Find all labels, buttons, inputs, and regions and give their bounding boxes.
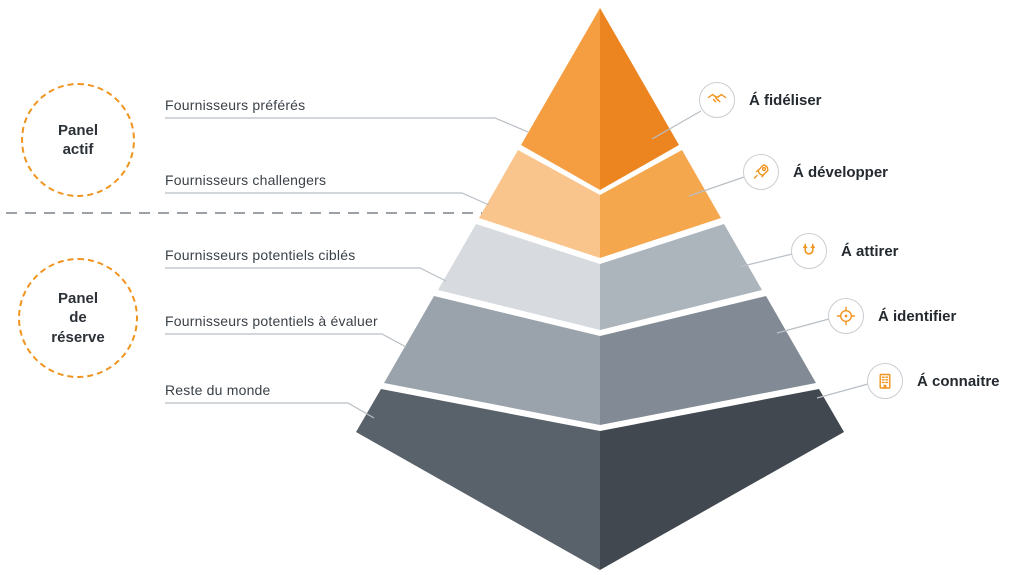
target-icon-circle bbox=[828, 298, 864, 334]
leader-line-monde bbox=[165, 402, 375, 419]
pyramid-layer5-right-face bbox=[600, 389, 844, 570]
layer-label-evaluer: Fournisseurs potentiels à évaluer bbox=[165, 313, 378, 329]
magnet-icon bbox=[803, 243, 815, 255]
rocket-icon-circle bbox=[743, 154, 779, 190]
action-item-identifier: Á identifier bbox=[828, 298, 956, 334]
layer-label-monde: Reste du monde bbox=[165, 382, 271, 398]
pyramid-layer3-left-face bbox=[438, 224, 600, 330]
leader-line-preferes bbox=[165, 117, 529, 133]
leader-line-challengers bbox=[165, 192, 490, 206]
connector-line-connaitre bbox=[816, 383, 869, 399]
leader-line-cibles bbox=[165, 267, 447, 282]
action-item-connaitre: Á connaitre bbox=[867, 363, 1000, 399]
pyramid-layer5-left-face bbox=[356, 389, 600, 570]
action-label-identifier: Á identifier bbox=[878, 307, 957, 325]
layer-label-challengers: Fournisseurs challengers bbox=[165, 172, 327, 188]
building-icon bbox=[879, 373, 891, 389]
connector-line-developper bbox=[688, 176, 745, 197]
action-label-fideliser: Á fidéliser bbox=[749, 91, 822, 109]
layer-label-cibles: Fournisseurs potentiels ciblés bbox=[165, 247, 356, 263]
panel-actif-circle: Panel actif bbox=[21, 83, 135, 197]
action-label-connaitre: Á connaitre bbox=[917, 372, 1000, 390]
panel-reserve-circle: Panel de réserve bbox=[18, 258, 138, 378]
action-item-attirer: Á attirer bbox=[791, 233, 899, 269]
pyramid-layer4-right-face bbox=[600, 296, 816, 425]
pyramid-layer2-left-face bbox=[479, 150, 600, 258]
pyramid-layer1-right-face bbox=[600, 8, 679, 190]
handshake-icon bbox=[707, 93, 727, 103]
building-icon-circle bbox=[867, 363, 903, 399]
pyramid-layer2-right-face bbox=[600, 150, 721, 258]
handshake-icon-circle bbox=[699, 82, 735, 118]
pyramid-layer4-left-face bbox=[384, 296, 600, 425]
panel-reserve-label: Panel de réserve bbox=[51, 289, 105, 346]
connector-line-attirer bbox=[738, 253, 793, 268]
action-item-fideliser: Á fidéliser bbox=[699, 82, 822, 118]
pyramid-layer1-left-face bbox=[521, 8, 600, 190]
action-label-developper: Á développer bbox=[793, 163, 889, 181]
leader-line-evaluer bbox=[165, 333, 407, 348]
layer-label-preferes: Fournisseurs préférés bbox=[165, 97, 306, 113]
pyramid-layer3-right-face bbox=[600, 224, 762, 330]
connector-line-identifier bbox=[776, 318, 830, 334]
action-item-developper: Á développer bbox=[743, 154, 888, 190]
rocket-icon bbox=[753, 164, 769, 179]
connector-line-fideliser bbox=[651, 110, 702, 140]
magnet-icon-circle bbox=[791, 233, 827, 269]
action-label-attirer: Á attirer bbox=[841, 242, 899, 260]
target-icon bbox=[836, 306, 856, 326]
panel-actif-label: Panel actif bbox=[57, 121, 99, 159]
